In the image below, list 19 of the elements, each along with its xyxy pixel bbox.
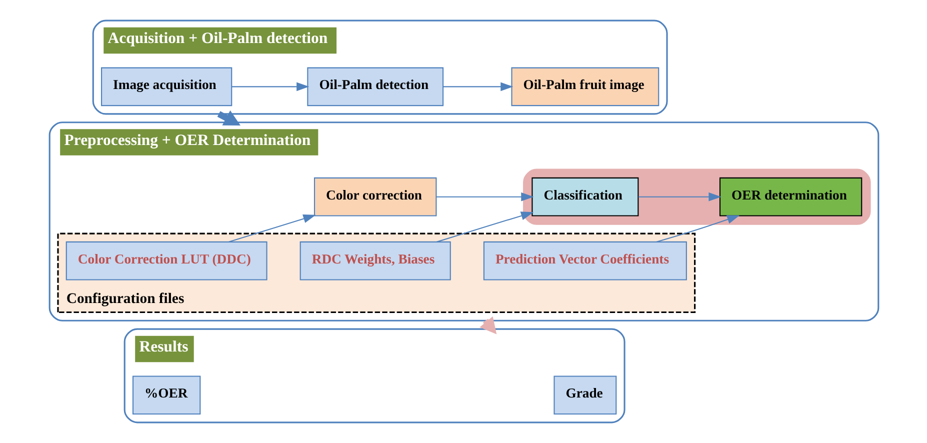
node-box: Image acquisition	[100, 67, 232, 106]
arrow	[436, 212, 534, 242]
arrow	[436, 192, 534, 202]
arrow	[638, 192, 721, 202]
arrow	[228, 214, 316, 242]
arrow	[479, 316, 496, 334]
node-box: Color correction	[313, 177, 436, 216]
node-box: Classification	[531, 177, 638, 216]
node-box: RDC Weights, Biases	[299, 241, 450, 280]
node-box: Grade	[553, 376, 616, 415]
node-box: Color Correction LUT (DDC)	[65, 241, 267, 280]
arrow	[216, 110, 240, 126]
node-box: %OER	[132, 376, 200, 415]
node-box: Oil-Palm detection	[306, 67, 444, 106]
arrow	[442, 82, 513, 92]
node-box: Prediction Vector Coefficients	[482, 241, 686, 280]
node-box: OER determination	[718, 177, 862, 216]
node-box: Oil-Palm fruit image	[510, 67, 659, 106]
arrow	[231, 82, 309, 92]
